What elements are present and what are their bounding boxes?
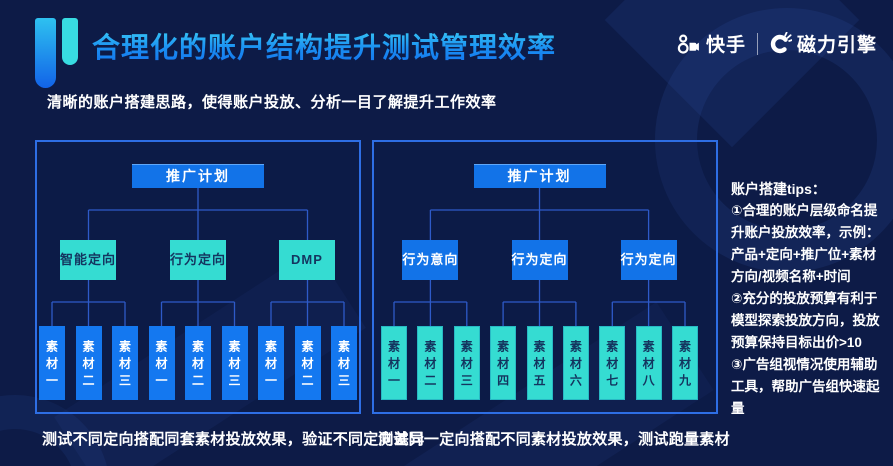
subtitle: 清晰的账户搭建思路，使得账户投放、分析一目了解提升工作效率 [47, 94, 497, 111]
kuaishou-brand: 快手 [676, 30, 746, 57]
material-node: 素材三 [453, 326, 480, 400]
left-panel-caption: 测试不同定向搭配同套素材投放效果，验证不同定向差异 [42, 431, 425, 448]
cili-engine-icon [769, 32, 792, 55]
title-accent-bar-icon [62, 18, 78, 65]
right-structure-panel: 推广计划 行为意向 行为定向 行为定向 素材一 素材二 素材三 素材四 素材五 … [372, 140, 718, 414]
kuaishou-camera-icon [676, 32, 701, 56]
right-panel-caption: 测试同一定向搭配不同素材投放效果，测试跑量素材 [378, 431, 730, 448]
page-title: 合理化的账户结构提升测试管理效率 [92, 26, 556, 66]
brand-logos: 快手 磁力引擎 [676, 30, 877, 57]
targeting-node: DMP [279, 240, 335, 280]
tips-title: 账户搭建tips： [731, 181, 826, 197]
tips-panel: 账户搭建tips： ①合理的账户层级命名提升账户投放效率，示例：产品+定向+推广… [731, 178, 889, 420]
right-tree-connectors [393, 188, 686, 326]
material-node: 素材五 [526, 326, 553, 400]
material-node: 素材一 [39, 326, 65, 400]
brand-divider [756, 32, 758, 55]
title-accent-bar-icon [35, 18, 56, 88]
material-node: 素材三 [112, 326, 138, 400]
material-node: 素材四 [490, 326, 517, 400]
left-tree-connectors [51, 188, 345, 326]
material-node: 素材二 [185, 326, 211, 400]
material-node: 素材三 [221, 326, 248, 400]
cili-brand-label: 磁力引擎 [796, 35, 877, 56]
targeting-node: 行为定向 [511, 240, 568, 280]
campaign-node: 推广计划 [473, 164, 606, 188]
targeting-node: 行为定向 [170, 240, 226, 280]
material-node: 素材六 [562, 326, 589, 400]
cili-brand: 磁力引擎 [769, 30, 877, 57]
material-node: 素材一 [258, 326, 284, 400]
left-structure-panel: 推广计划 智能定向 行为定向 DMP 素材一 素材二 素材三 素材一 素材二 素… [35, 140, 361, 414]
material-node: 素材二 [294, 326, 321, 400]
material-node: 素材一 [381, 326, 407, 400]
material-node: 素材八 [635, 326, 662, 400]
campaign-node: 推广计划 [132, 164, 264, 188]
tip-item: ②充分的投放预算有利于模型探索投放方向，投放预算保持目标出价>10 [731, 291, 880, 350]
tip-item: ③广告组视情况使用辅助工具，帮助广告组快速起量 [731, 357, 880, 416]
targeting-node: 智能定向 [60, 240, 116, 280]
kuaishou-brand-label: 快手 [705, 35, 746, 56]
material-node: 素材一 [148, 326, 175, 400]
tip-item: ①合理的账户层级命名提升账户投放效率，示例：产品+定向+推广位+素材方向/视频名… [731, 203, 880, 284]
material-node: 素材二 [417, 326, 444, 400]
material-node: 素材七 [599, 326, 626, 400]
material-node: 素材九 [672, 326, 698, 400]
targeting-node: 行为意向 [402, 240, 459, 280]
material-node: 素材二 [75, 326, 102, 400]
material-node: 素材三 [331, 326, 357, 400]
targeting-node: 行为定向 [620, 240, 677, 280]
